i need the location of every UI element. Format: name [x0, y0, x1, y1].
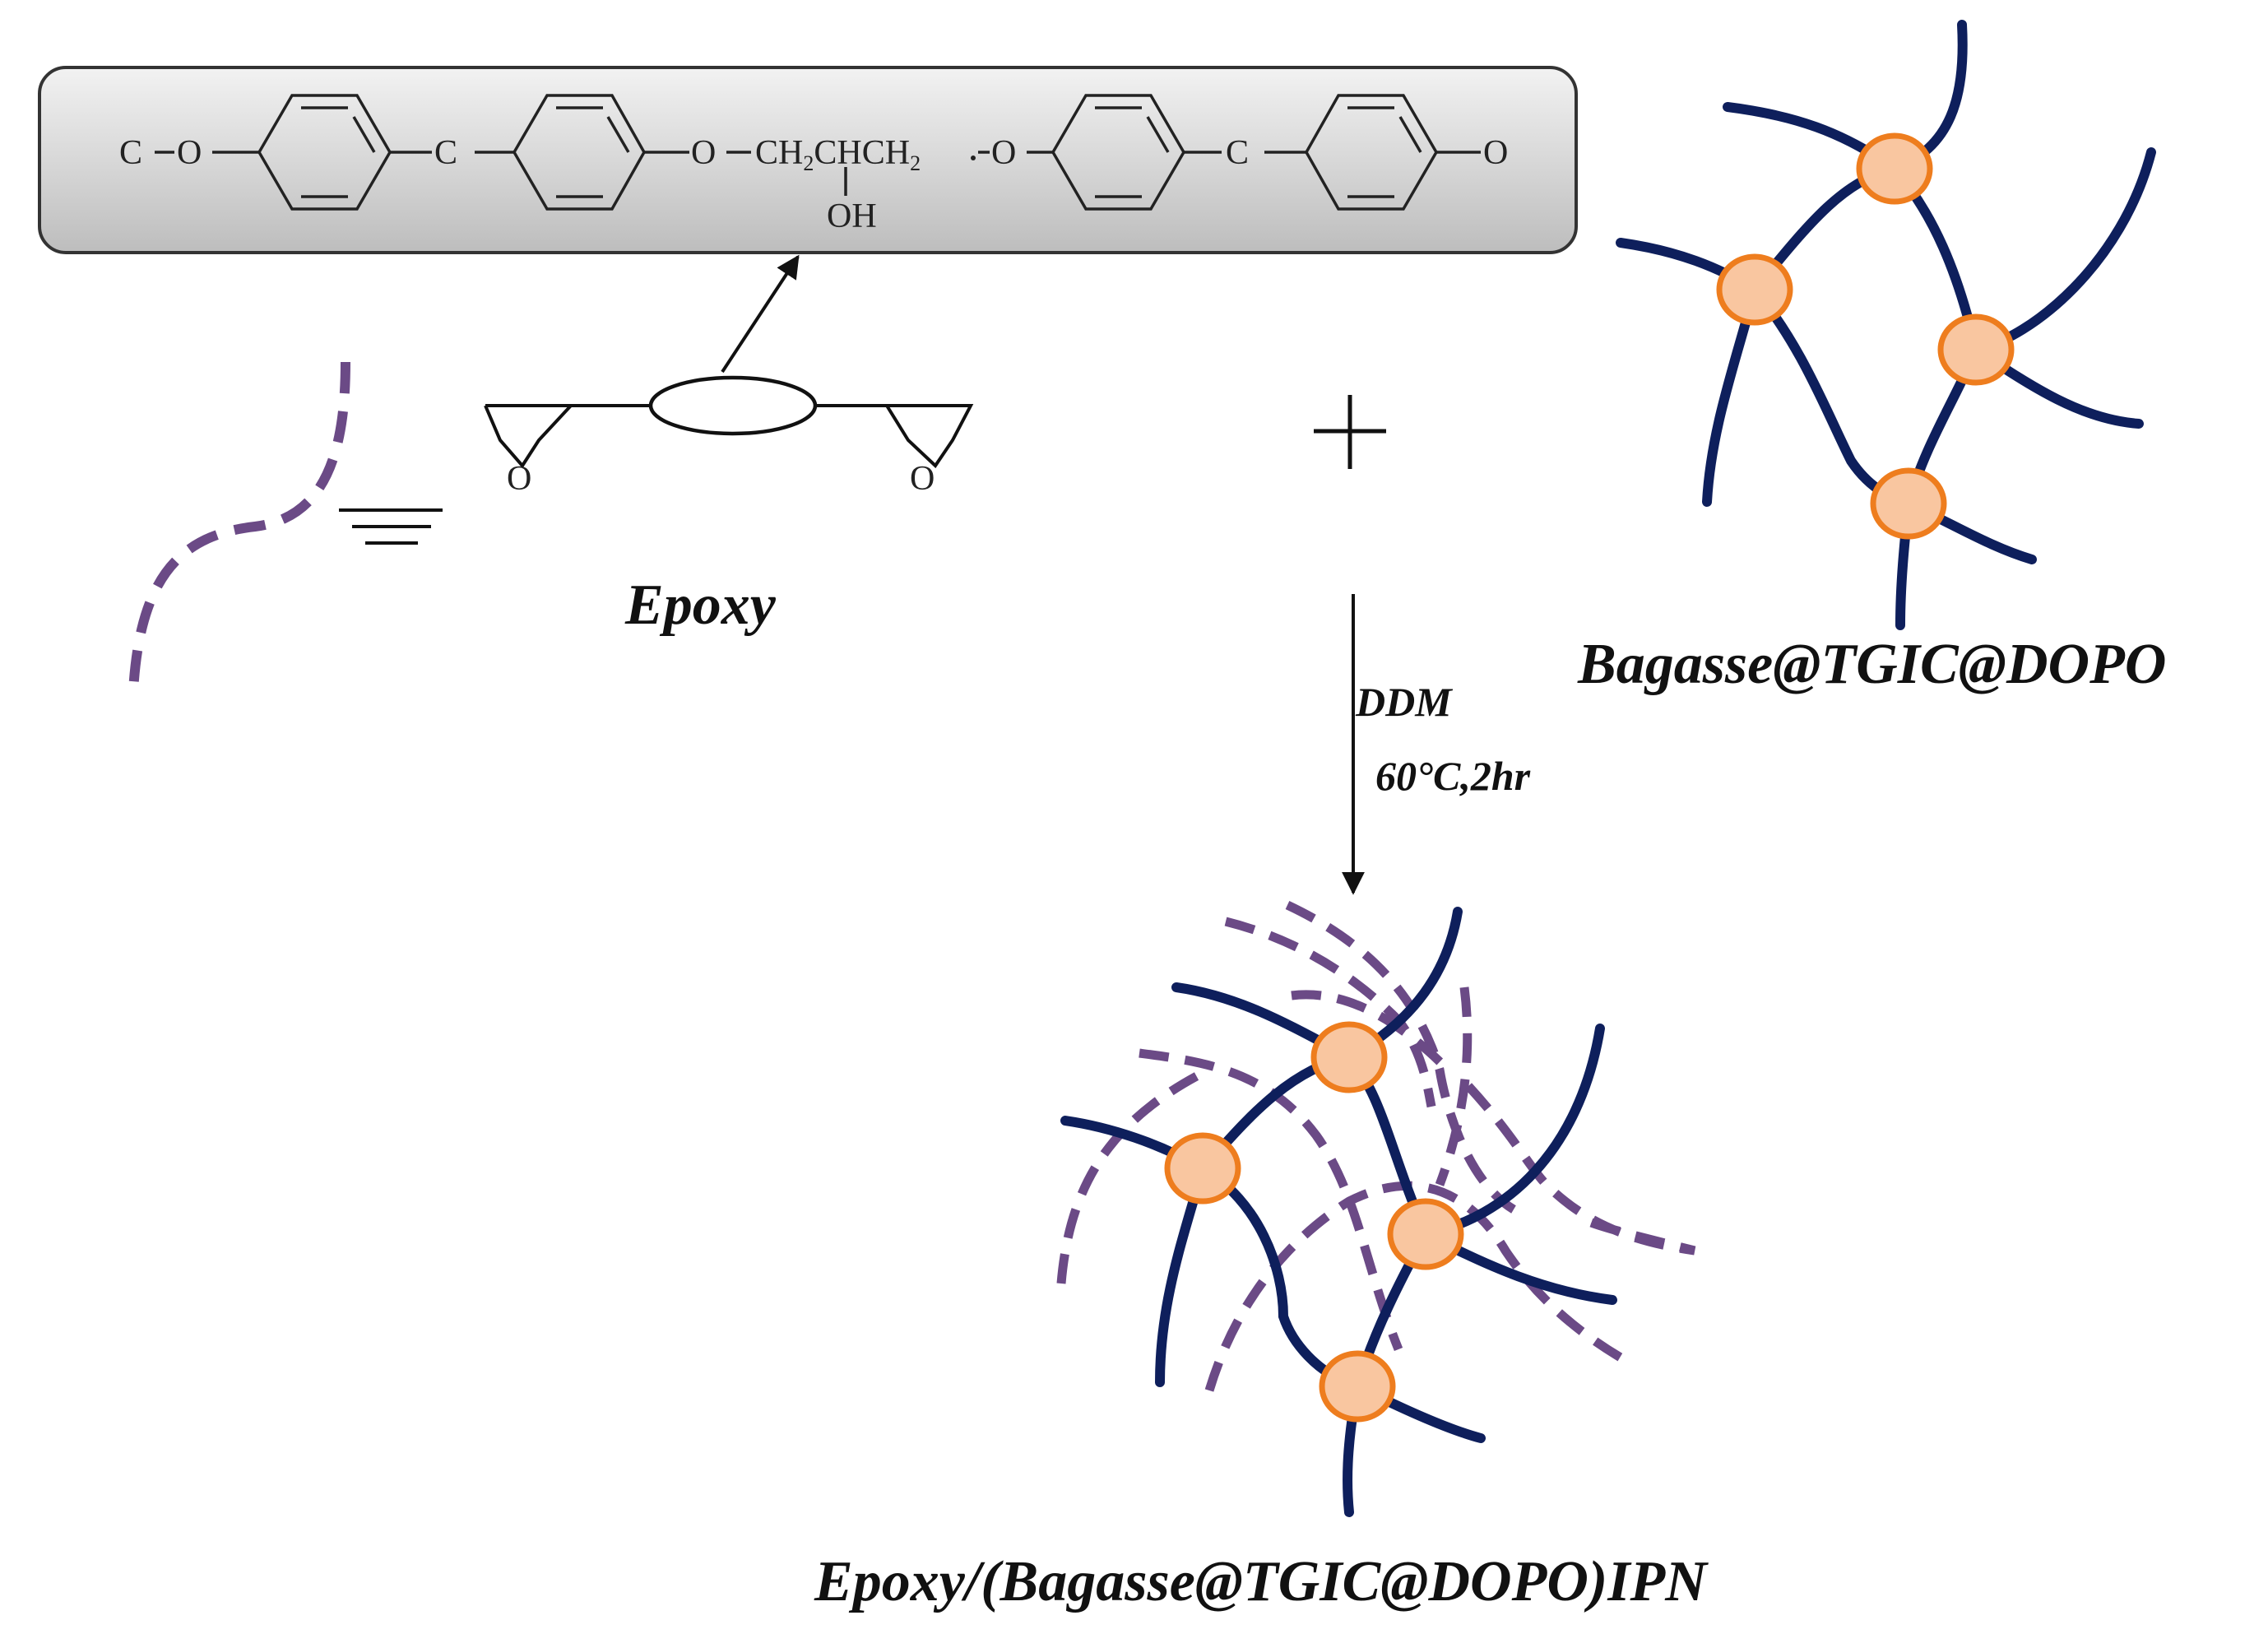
benzene-ring-3 — [1051, 94, 1186, 211]
atom-ch: CH — [755, 134, 803, 172]
structure-pointer-arrow — [721, 254, 800, 374]
network-node — [1319, 1350, 1396, 1423]
bagasse-network-nodes — [1716, 132, 2015, 540]
network-node — [1310, 1021, 1388, 1093]
network-node — [1870, 467, 1947, 540]
network-node — [1937, 313, 2015, 386]
network-node — [1164, 1132, 1241, 1205]
subscript-2a: 2 — [803, 151, 814, 175]
atom-o-left: O — [177, 134, 202, 172]
epoxide-o-left: O — [507, 460, 531, 498]
epoxy-structure-box: C O C O CH2CHCH2 O C O OH — [38, 66, 1578, 254]
epoxy-chain-legend-dashed — [128, 361, 350, 692]
subscript-2b: 2 — [910, 151, 921, 175]
epoxy-schematic — [484, 375, 974, 469]
label-product: Epoxy/(Bagasse@TGIC@DOPO)IPN — [814, 1550, 1709, 1613]
benzene-ring-2 — [512, 94, 647, 211]
ipn-network-nodes — [1164, 1021, 1464, 1423]
chain-dot — [971, 156, 976, 160]
structure-box-background — [38, 66, 1578, 254]
label-conditions-temp: 60°C,2hr — [1375, 753, 1531, 799]
epoxy-backbone-ellipse — [648, 375, 818, 436]
atom-oh: OH — [827, 197, 877, 235]
atom-chain-ch2chch2: CH2CHCH2 — [755, 134, 921, 175]
atom-c-mid1: C — [434, 134, 457, 172]
structure-bonds — [155, 151, 1481, 196]
label-bagasse: Bagasse@TGIC@DOPO — [1577, 633, 2166, 696]
atom-c-left: C — [119, 134, 142, 172]
epoxide-left-ring — [484, 404, 575, 469]
ipn-dashed-epoxy-chains — [1056, 901, 1696, 1392]
plus-sign — [1314, 395, 1386, 469]
network-node — [1856, 132, 1933, 205]
epoxide-o-right: O — [910, 460, 935, 498]
network-node — [1387, 1198, 1464, 1270]
benzene-ring-1 — [257, 94, 392, 211]
label-conditions-reagent: DDM — [1355, 679, 1453, 725]
equivalence-sign — [339, 508, 443, 545]
atom-o-mid2: O — [991, 134, 1016, 172]
bagasse-network — [1616, 20, 2156, 630]
atom-o-right: O — [1483, 134, 1508, 172]
atom-o-mid1: O — [691, 134, 716, 172]
network-node — [1716, 253, 1793, 326]
atom-chch: CHCH — [814, 134, 910, 172]
benzene-ring-4 — [1304, 94, 1439, 211]
epoxide-right-ring — [885, 404, 974, 469]
atom-c-mid2: C — [1226, 134, 1249, 172]
label-epoxy: Epoxy — [624, 573, 777, 637]
